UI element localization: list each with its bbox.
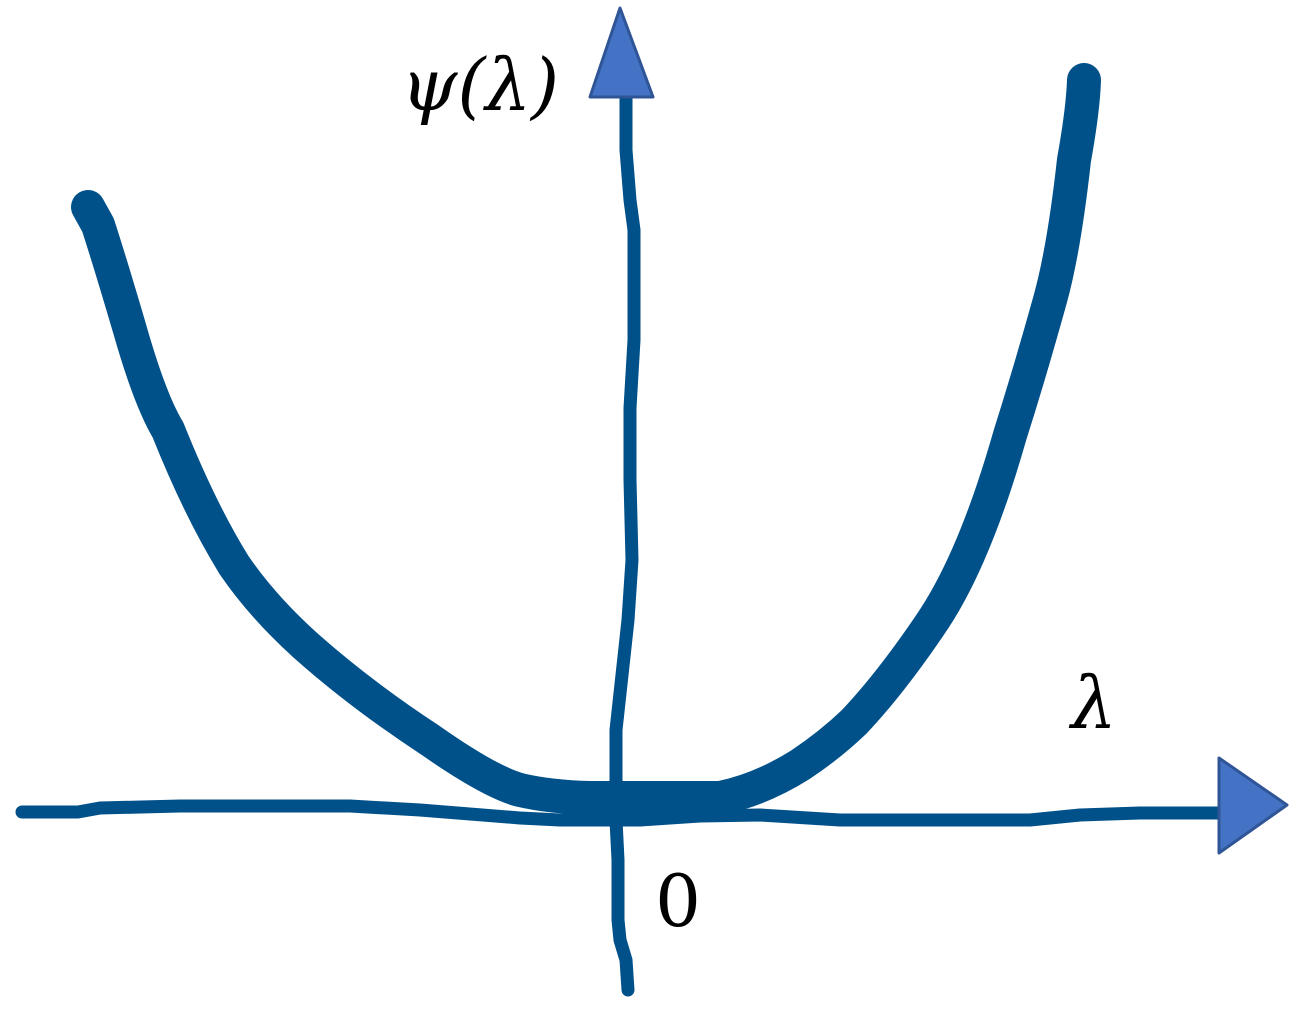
y-axis-arrowhead: [588, 6, 655, 99]
y-axis-line: [609, 83, 641, 997]
x-axis-line: [15, 799, 1227, 827]
psi-curve: [71, 63, 1101, 815]
y-axis-label: ψ(λ): [401, 43, 559, 127]
x-axis-arrowhead: [1217, 756, 1289, 855]
x-axis-label: λ: [1068, 661, 1117, 745]
origin-label: 0: [655, 859, 701, 943]
